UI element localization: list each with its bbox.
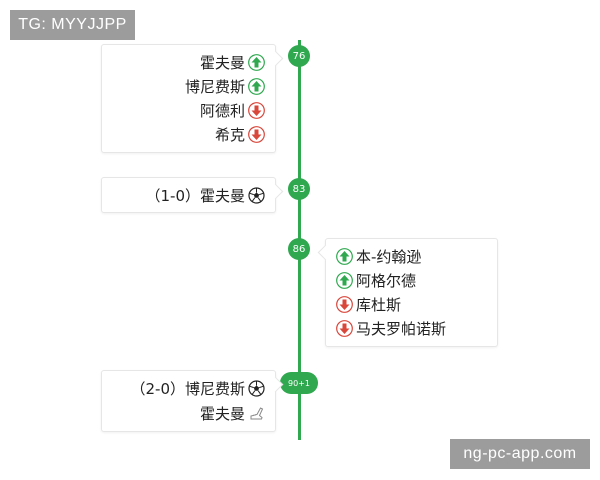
player-name: 马夫罗帕诺斯: [356, 319, 447, 338]
event-entry: 马夫罗帕诺斯: [336, 316, 446, 340]
sub-in-icon: [336, 271, 353, 289]
soccer-ball-icon: [248, 186, 265, 204]
event-entry: 阿德利: [200, 98, 265, 122]
sub-out-icon: [248, 125, 265, 143]
goal-scorer: （1-0）霍夫曼: [145, 186, 245, 205]
event-entry: 阿格尔德: [336, 268, 416, 292]
minute-marker: 86: [288, 238, 310, 260]
player-name: 本-约翰逊: [356, 247, 422, 266]
player-name: 希克: [214, 125, 245, 144]
assist-boot-icon: [248, 405, 265, 422]
sub-out-icon: [248, 101, 265, 119]
event-entry: 博尼费斯: [185, 74, 265, 98]
player-name: 博尼费斯: [184, 77, 245, 96]
sub-in-icon: [248, 53, 265, 71]
event-card-goal: （1-0）霍夫曼: [101, 177, 276, 213]
minute-marker: 76: [288, 45, 310, 67]
event-card-goal: （2-0）博尼费斯 霍夫曼: [101, 370, 276, 432]
player-name: 阿格尔德: [356, 271, 417, 290]
sub-out-icon: [336, 295, 353, 313]
event-entry: 希克: [215, 122, 265, 146]
player-name: 阿德利: [199, 101, 245, 120]
event-entry: 本-约翰逊: [336, 244, 421, 268]
minute-marker: 83: [288, 178, 310, 200]
event-entry: 霍夫曼: [200, 50, 265, 74]
event-entry: （1-0）霍夫曼: [145, 183, 265, 207]
event-entry: （2-0）博尼费斯: [130, 376, 265, 400]
watermark-bottom: ng-pc-app.com: [450, 439, 590, 469]
sub-in-icon: [248, 77, 265, 95]
event-entry: 库杜斯: [336, 292, 401, 316]
player-name: 库杜斯: [356, 295, 402, 314]
event-card-substitution: 本-约翰逊 阿格尔德 库杜斯 马夫罗帕诺斯: [325, 238, 498, 347]
assist-player: 霍夫曼: [199, 404, 245, 423]
soccer-ball-icon: [248, 379, 265, 397]
player-name: 霍夫曼: [199, 53, 245, 72]
sub-in-icon: [336, 247, 353, 265]
sub-out-icon: [336, 319, 353, 337]
minute-marker: 90+1: [280, 372, 318, 394]
event-entry: 霍夫曼: [200, 401, 265, 425]
watermark-top: TG: MYYJJPP: [10, 10, 135, 40]
event-card-substitution: 霍夫曼 博尼费斯 阿德利 希克: [101, 44, 276, 153]
goal-scorer: （2-0）博尼费斯: [130, 379, 245, 398]
